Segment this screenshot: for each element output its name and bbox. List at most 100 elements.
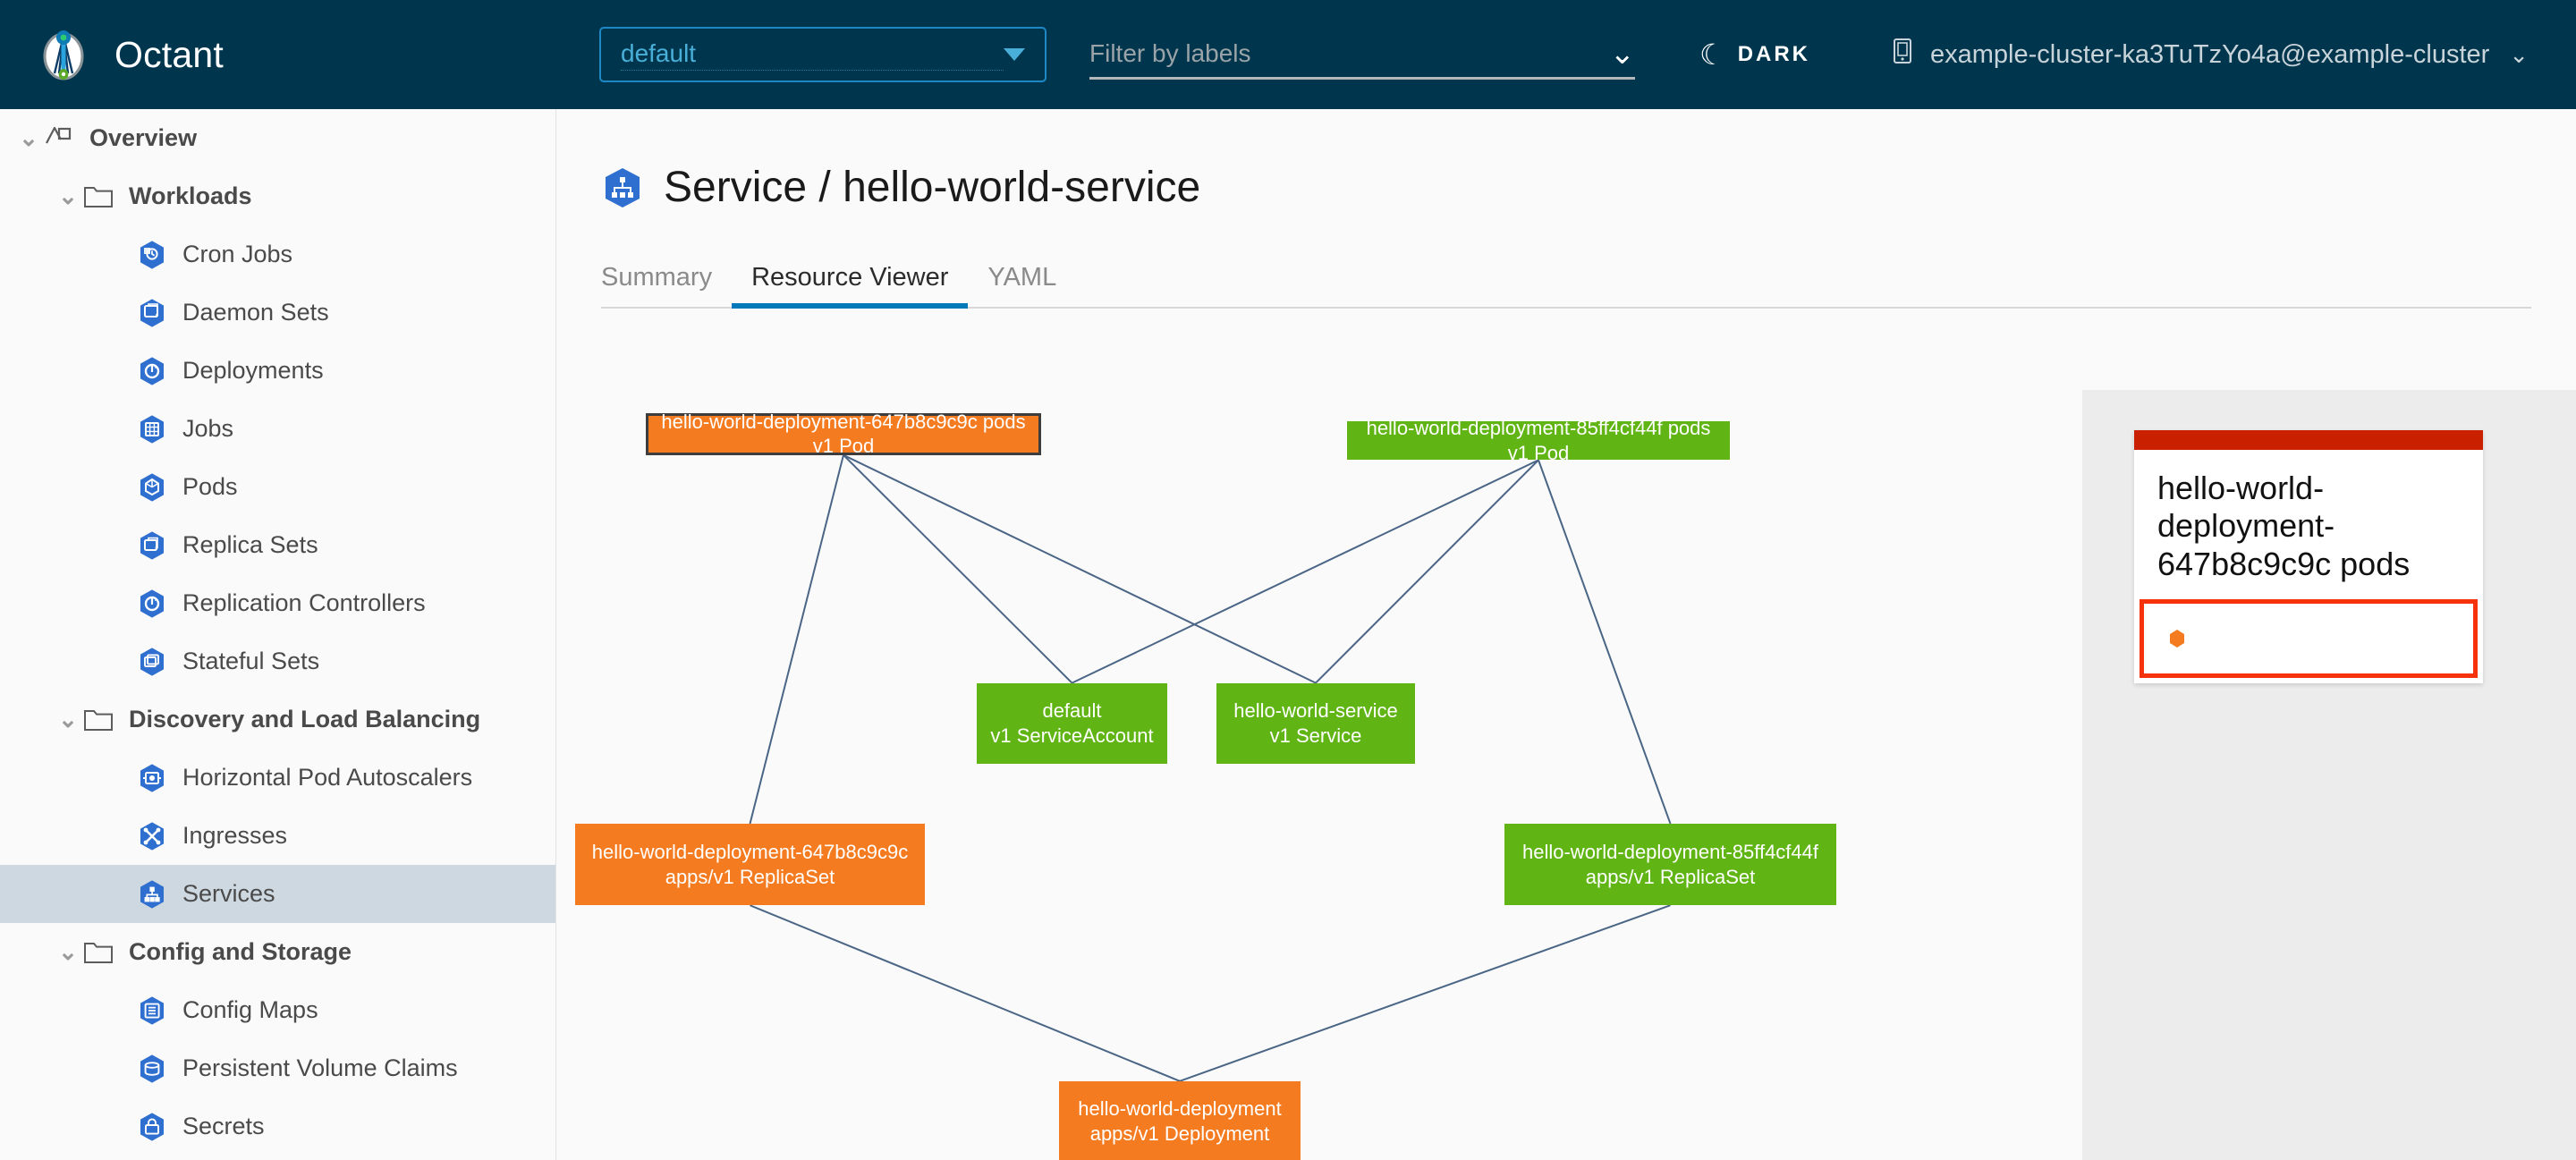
folder-icon xyxy=(80,707,116,733)
sidebar-item-config-and-storage[interactable]: ⌄ Config and Storage xyxy=(0,923,555,981)
sidebar-item-horizontal-pod-autoscalers[interactable]: Horizontal Pod Autoscalers xyxy=(0,749,555,807)
hexagon-dot-icon xyxy=(2167,629,2187,648)
brand[interactable]: Octant xyxy=(0,27,555,82)
label-filter-placeholder: Filter by labels xyxy=(1089,38,1251,67)
graph-node-kind: apps/v1 ReplicaSet xyxy=(1585,865,1756,888)
sidebar-item-label: Services xyxy=(182,880,275,907)
chevron-down-icon[interactable]: ⌄ xyxy=(58,706,78,732)
sidebar-item-pods[interactable]: Pods xyxy=(0,458,555,516)
moon-icon: ☾ xyxy=(1699,38,1725,71)
graph-node-name: default xyxy=(1042,699,1102,723)
folder-icon xyxy=(80,183,116,210)
chevron-down-icon: ⌄ xyxy=(2509,40,2529,68)
label-filter-input[interactable]: Filter by labels ⌄ xyxy=(1089,30,1635,80)
replicaset-icon xyxy=(134,530,170,561)
sidebar-item-cron-jobs[interactable]: Cron Jobs xyxy=(0,225,555,284)
statefulset-icon xyxy=(134,647,170,677)
sidebar-item-label: Secrets xyxy=(182,1113,265,1139)
tab-resource-viewer[interactable]: Resource Viewer xyxy=(732,263,969,309)
sidebar-item-label: Ingresses xyxy=(182,822,288,849)
graph-edge xyxy=(750,904,1181,1082)
sidebar-item-services[interactable]: Services xyxy=(0,865,555,923)
tab-summary[interactable]: Summary xyxy=(601,263,713,292)
sidebar-item-ingresses[interactable]: Ingresses xyxy=(0,807,555,865)
sidebar-item-secrets[interactable]: Secrets xyxy=(0,1097,555,1156)
sidebar-item-persistent-volume-claims[interactable]: Persistent Volume Claims xyxy=(0,1039,555,1097)
sidebar-item-discovery-and-load-balancing[interactable]: ⌄Discovery and Load Balancing xyxy=(0,690,555,749)
sidebar-item-daemon-sets[interactable]: Daemon Sets xyxy=(0,284,555,342)
sidebar-item-label: Horizontal Pod Autoscalers xyxy=(182,764,473,791)
tab-bar[interactable]: Summary Resource Viewer YAML xyxy=(601,253,2531,309)
brand-title: Octant xyxy=(114,33,224,75)
sidebar-item-label: Replication Controllers xyxy=(182,589,426,616)
graph-node-name: hello-world-deployment-647b8c9c9c xyxy=(591,841,909,864)
hpa-icon xyxy=(134,763,170,793)
tab-yaml[interactable]: YAML xyxy=(987,263,1057,292)
pvc-icon xyxy=(134,1054,170,1084)
detail-card-accent-bar xyxy=(2134,430,2483,450)
chevron-down-icon[interactable]: ⌄ xyxy=(58,938,78,965)
replicationcontroller-icon xyxy=(134,588,170,619)
sidebar-item-label: Persistent Volume Claims xyxy=(182,1054,458,1081)
graph-node-name: hello-world-service xyxy=(1233,699,1398,723)
graph-edge xyxy=(749,454,844,825)
sidebar-item-replica-sets[interactable]: Replica Sets xyxy=(0,516,555,574)
detail-card-title: hello-world-deployment-647b8c9c9c pods xyxy=(2157,470,2411,582)
sidebar-item-config-maps[interactable]: Config Maps xyxy=(0,981,555,1039)
pod-icon xyxy=(134,472,170,503)
graph-edges xyxy=(749,453,1672,1082)
graph-node-kind: v1 ServiceAccount xyxy=(990,724,1154,747)
caret-down-icon xyxy=(1004,48,1025,61)
page-title-text: Service / hello-world-service xyxy=(664,164,1201,211)
sidebar-item-label: Daemon Sets xyxy=(182,299,329,326)
sidebar-item-overview[interactable]: ⌄Overview xyxy=(0,109,555,167)
cluster-context-selector[interactable]: example-cluster-ka3TuTzYo4a@example-clus… xyxy=(1889,37,2529,72)
theme-toggle[interactable]: ☾ DARK xyxy=(1699,40,1810,69)
detail-status-box[interactable] xyxy=(2140,599,2478,679)
sidebar-item-label: Config and Storage xyxy=(129,938,352,965)
namespace-select[interactable]: default xyxy=(599,27,1046,82)
page-title: Service / hello-world-service xyxy=(601,163,2576,212)
graph-edge xyxy=(1315,459,1539,684)
folder-icon xyxy=(80,939,116,966)
detail-card[interactable]: hello-world-deployment-647b8c9c9c pods xyxy=(2134,430,2483,684)
sidebar-item-deployments[interactable]: Deployments xyxy=(0,342,555,400)
chevron-down-icon[interactable]: ⌄ xyxy=(58,182,78,209)
details-panel: hello-world-deployment-647b8c9c9c pods xyxy=(2082,390,2576,1160)
graph-node-kind: v1 Pod xyxy=(812,435,875,458)
theme-toggle-label: DARK xyxy=(1737,42,1811,66)
sidebar-item-jobs[interactable]: Jobs xyxy=(0,400,555,458)
graph-node-name: hello-world-deployment-647b8c9c9c pods xyxy=(661,410,1026,433)
service-icon xyxy=(134,879,170,910)
daemonset-icon xyxy=(134,298,170,328)
graph-edge xyxy=(843,454,1073,684)
cluster-context-label: example-cluster-ka3TuTzYo4a@example-clus… xyxy=(1930,39,2490,69)
overview-icon xyxy=(41,125,77,152)
sidebar-item-label: Deployments xyxy=(182,357,324,384)
cronjob-icon xyxy=(134,240,170,270)
sidebar-item-label: Replica Sets xyxy=(182,531,318,558)
octant-logo-icon xyxy=(36,27,91,82)
graph-node-name: hello-world-deployment-85ff4cf44f xyxy=(1522,841,1818,864)
sidebar-item-workloads[interactable]: ⌄Workloads xyxy=(0,167,555,225)
sidebar-item-stateful-sets[interactable]: Stateful Sets xyxy=(0,632,555,690)
secret-icon xyxy=(134,1112,170,1142)
app-header: Octant default Filter by labels ⌄ ☾ DARK… xyxy=(0,0,2576,109)
chevron-down-icon[interactable]: ⌄ xyxy=(19,124,38,151)
graph-node-name: hello-world-deployment-85ff4cf44f pods xyxy=(1366,417,1711,440)
service-icon xyxy=(601,166,644,209)
chevron-down-icon[interactable]: ⌄ xyxy=(1609,36,1636,71)
sidebar-item-replication-controllers[interactable]: Replication Controllers xyxy=(0,574,555,632)
deployment-icon xyxy=(134,356,170,386)
